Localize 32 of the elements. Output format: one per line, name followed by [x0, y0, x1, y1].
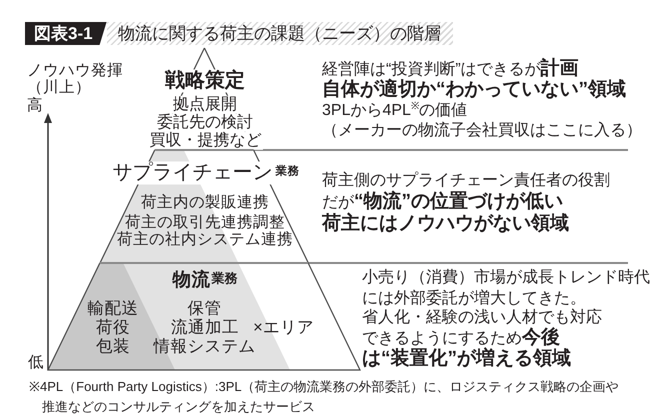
tier-heading-suffix: 業務 — [212, 272, 238, 286]
tier-heading: 物流 — [172, 268, 210, 290]
tier-item: ×エリア — [253, 318, 314, 337]
tier-description: 小売り（消費）市場が成長トレンド時代には外部委託が増大してきた。 — [362, 268, 651, 308]
tier-item: 拠点展開 — [170, 95, 239, 114]
tier-item: 荷主の取引先連携調整 — [124, 214, 285, 231]
tier-item: 保管 — [188, 299, 222, 318]
tier-heading: 戦略策定 — [162, 70, 247, 92]
footnote: ※4PL（Fourth Party Logistics）:3PL（荷主の物流業務の外部委託）に、ロジスティクス戦略の企画や推進などのコンサルティングを加えたサービス — [29, 378, 620, 416]
tier-item: 荷役 — [96, 318, 130, 337]
tier-item: 情報システム — [154, 338, 256, 356]
tier-item: 買収・提携など — [147, 131, 264, 150]
tier-description: 経営陣は“投資判断”はできるが計画自体が適切か“わかっていない”領域 — [322, 59, 627, 101]
axis-low-label: 低 — [28, 354, 44, 372]
tier-item: 輸配送 — [88, 299, 138, 318]
tier-description: 3PLから4PL$^{※}$の価値 — [322, 100, 468, 120]
pyramid-tier — [48, 263, 360, 370]
tier-heading: サプライチェーン — [111, 161, 274, 184]
tier-heading-suffix: 業務 — [275, 166, 300, 180]
tier-description: （メーカーの物流子会社買収はここに入る） — [322, 120, 643, 140]
tier-description: 省人化・経験の浅い人材でも対応できるようにするため今後は“装置化”が増える領域 — [362, 308, 603, 370]
tier-item: 荷主の社内システム連携 — [116, 231, 293, 249]
figure-number-badge: 図表3-1 — [25, 22, 107, 45]
pyramid-tier — [100, 150, 308, 263]
axis-title: ノウハウ発揮（川上） — [27, 62, 123, 96]
tier-item: 流通加工 — [171, 318, 239, 337]
tier-item: 包装 — [96, 338, 130, 356]
tier-item: 荷主内の製販連携 — [140, 194, 269, 212]
diagram-title: 物流に関する荷主の課題（ニーズ）の階層 — [107, 22, 453, 45]
axis-high-label: 高 — [27, 96, 43, 114]
tier-description: 荷主側のサプライチェーン責任者の役割だが“物流”の位置づけが低い荷主にはノウハウがない領域 — [322, 170, 611, 236]
tier-item: 委託先の検討 — [154, 113, 255, 132]
